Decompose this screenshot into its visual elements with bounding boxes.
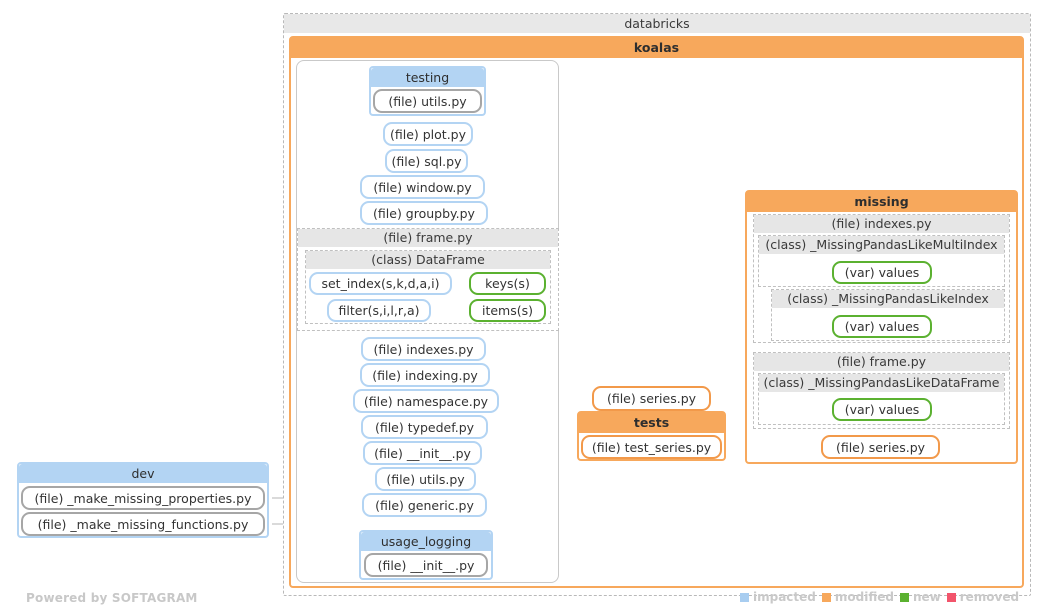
file-sql-py[interactable]: (file) sql.py: [385, 149, 468, 173]
group-testing-title: testing: [371, 68, 484, 87]
file-testing-utils-py[interactable]: (file) utils.py: [373, 89, 482, 113]
legend-swatch-modified: [821, 592, 831, 602]
group-dev-title: dev: [19, 464, 267, 483]
file-usage-logging-init-py[interactable]: (file) __init__.py: [364, 553, 488, 577]
file-test-series-py[interactable]: (file) test_series.py: [581, 435, 722, 459]
class-dataframe-title: (class) DataFrame: [306, 251, 550, 269]
var-values-dataframe[interactable]: (var) values: [832, 398, 932, 421]
method-filter[interactable]: filter(s,i,l,r,a): [327, 299, 431, 322]
file-missing-indexes-py-title: (file) indexes.py: [754, 215, 1009, 233]
legend-item-modified: modified: [821, 590, 894, 604]
file-make-missing-functions-py[interactable]: (file) _make_missing_functions.py: [21, 512, 265, 536]
legend-label-new: new: [912, 590, 941, 604]
file-frame-py-title: (file) frame.py: [298, 229, 558, 247]
legend-item-impacted: impacted: [740, 590, 816, 604]
legend-swatch-new: [899, 592, 909, 602]
file-indexing-py[interactable]: (file) indexing.py: [360, 363, 490, 387]
file-groupby-py[interactable]: (file) groupby.py: [360, 201, 488, 225]
legend-item-new: new: [899, 590, 941, 604]
package-koalas-title: koalas: [291, 38, 1022, 58]
class-missing-pandas-like-dataframe-title: (class) _MissingPandasLikeDataFrame: [759, 374, 1004, 392]
file-center-series-py[interactable]: (file) series.py: [592, 386, 711, 411]
file-generic-py[interactable]: (file) generic.py: [362, 493, 487, 517]
group-tests-title: tests: [579, 413, 724, 433]
legend: impacted modified new removed: [740, 590, 1019, 604]
powered-by-label: Powered by SOFTAGRAM: [26, 591, 198, 605]
method-keys[interactable]: keys(s): [469, 272, 546, 295]
file-missing-frame-py-title: (file) frame.py: [754, 353, 1009, 371]
file-missing-series-py[interactable]: (file) series.py: [821, 435, 940, 459]
method-items[interactable]: items(s): [469, 299, 546, 322]
file-init-py[interactable]: (file) __init__.py: [363, 441, 482, 465]
var-values-index[interactable]: (var) values: [832, 315, 932, 338]
file-make-missing-properties-py[interactable]: (file) _make_missing_properties.py: [21, 486, 265, 510]
var-values-multiindex[interactable]: (var) values: [832, 261, 932, 284]
legend-swatch-removed: [946, 592, 956, 602]
file-indexes-py[interactable]: (file) indexes.py: [361, 337, 486, 361]
legend-label-impacted: impacted: [753, 590, 816, 604]
class-missing-pandas-like-index-title: (class) _MissingPandasLikeIndex: [772, 290, 1004, 308]
legend-swatch-impacted: [740, 592, 749, 602]
file-window-py[interactable]: (file) window.py: [360, 175, 485, 199]
legend-label-modified: modified: [834, 590, 894, 604]
file-utils-py[interactable]: (file) utils.py: [375, 467, 476, 491]
package-databricks-title: databricks: [284, 14, 1030, 33]
legend-label-removed: removed: [959, 590, 1020, 604]
file-namespace-py[interactable]: (file) namespace.py: [353, 389, 499, 413]
file-plot-py[interactable]: (file) plot.py: [383, 122, 473, 146]
legend-item-removed: removed: [946, 590, 1020, 604]
class-missing-pandas-like-multiindex-title: (class) _MissingPandasLikeMultiIndex: [759, 236, 1004, 254]
file-typedef-py[interactable]: (file) typedef.py: [361, 415, 488, 439]
method-set-index[interactable]: set_index(s,k,d,a,i): [309, 272, 452, 295]
group-usage-logging-title: usage_logging: [361, 532, 491, 551]
group-missing-title: missing: [747, 192, 1016, 212]
